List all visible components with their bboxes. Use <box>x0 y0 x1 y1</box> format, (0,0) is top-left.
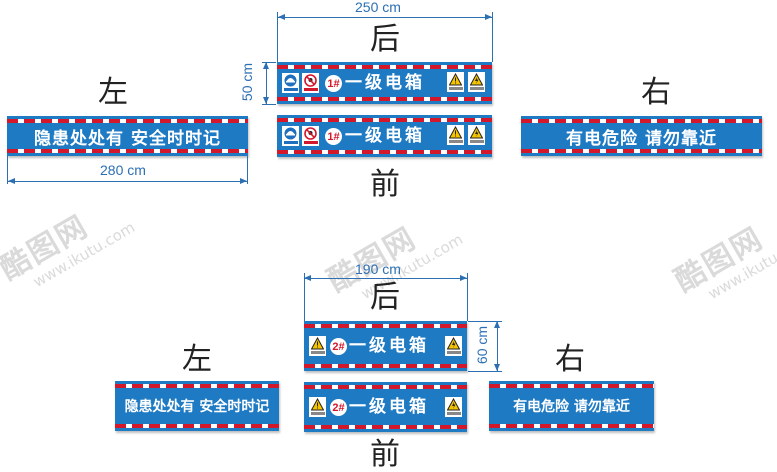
extension-line <box>277 12 278 62</box>
dimension-width-label: 190 cm <box>355 261 401 277</box>
watermark-url: www.ikutu.com <box>705 230 777 303</box>
label-front: 前 <box>370 437 400 472</box>
stripe-border-top <box>304 385 467 389</box>
stripe-border-top <box>489 384 654 388</box>
label-right: 右 <box>555 342 585 377</box>
dimension-arrow-vertical <box>494 321 500 371</box>
sign-slogan: 有电危险 请勿靠近 <box>513 399 630 415</box>
sign-back-2: 2# 一级电箱 <box>304 321 467 371</box>
stripe-border-bottom <box>7 149 248 153</box>
dimension-width-label: 280 cm <box>100 162 146 178</box>
electric-shock-warning-icon <box>445 397 462 417</box>
extension-line <box>467 273 468 321</box>
stripe-border-top <box>521 119 762 123</box>
box-number-badge: 1# <box>325 75 342 92</box>
label-back: 后 <box>370 280 400 315</box>
stripe-border-bottom <box>521 149 762 153</box>
label-front: 前 <box>370 167 400 202</box>
label-right: 右 <box>641 75 671 110</box>
stripe-border-bottom <box>304 425 467 429</box>
label-left: 左 <box>182 342 212 377</box>
dimension-height-label: 60 cm <box>474 325 491 365</box>
stripe-border-bottom <box>277 97 492 101</box>
sign-title: 一级电箱 <box>345 73 425 93</box>
sign-left-1: 隐患处处有 安全时时记 <box>7 116 248 156</box>
dimension-arrow-horizontal <box>8 178 247 184</box>
no-climbing-prohibition-icon <box>302 126 319 146</box>
extension-line <box>7 156 8 184</box>
watermark-logo: 酷图网 <box>0 208 95 288</box>
sign-front-2: 2# 一级电箱 <box>304 382 467 432</box>
sign-right-1: 有电危险 请勿靠近 <box>521 116 762 156</box>
electric-shock-warning-icon <box>445 336 462 356</box>
sign-slogan: 隐患处处有 安全时时记 <box>124 399 270 415</box>
dimension-arrow-vertical <box>263 62 269 104</box>
stripe-border-top <box>115 384 279 388</box>
sign-title: 一级电箱 <box>345 126 425 146</box>
warning-triangle-icon <box>309 336 326 356</box>
sign-back-1: 1# 一级电箱 <box>277 62 492 104</box>
dimension-width-label: 250 cm <box>355 0 401 15</box>
box-number-badge: 1# <box>325 128 342 145</box>
dimension-arrow-horizontal <box>278 14 492 20</box>
sign-slogan: 有电危险 请勿靠近 <box>566 128 717 149</box>
stripe-border-bottom <box>489 424 654 428</box>
stripe-border-bottom <box>277 150 492 154</box>
extension-line <box>247 156 248 184</box>
stripe-border-bottom <box>304 364 467 368</box>
watermark: 酷图网 www.ikutu.com <box>0 182 138 302</box>
dimension-height-label: 50 cm <box>239 62 256 102</box>
warning-triangle-icon <box>309 397 326 417</box>
sign-slogan: 隐患处处有 安全时时记 <box>34 128 221 149</box>
box-number-badge: 2# <box>330 399 347 416</box>
sign-left-2: 隐患处处有 安全时时记 <box>115 381 279 431</box>
warning-triangle-icon <box>447 125 464 145</box>
extension-line <box>304 273 305 321</box>
extension-line <box>492 12 493 62</box>
stripe-border-top <box>304 324 467 328</box>
label-left: 左 <box>98 75 128 110</box>
sign-front-1: 1# 一级电箱 <box>277 115 492 157</box>
extension-line <box>262 62 276 63</box>
label-back: 后 <box>370 22 400 57</box>
extension-line <box>262 104 276 105</box>
dimension-arrow-horizontal <box>304 275 467 281</box>
extension-line <box>468 371 502 372</box>
helmet-mandatory-icon <box>282 73 299 93</box>
stripe-border-bottom <box>115 424 279 428</box>
sign-right-2: 有电危险 请勿靠近 <box>489 381 654 431</box>
stripe-border-top <box>277 118 492 122</box>
watermark-url: www.ikutu.com <box>30 218 139 291</box>
no-climbing-prohibition-icon <box>302 73 319 93</box>
warning-triangle-icon <box>447 72 464 92</box>
sign-title: 一级电箱 <box>349 397 429 417</box>
watermark-logo: 酷图网 <box>669 220 770 300</box>
electric-shock-warning-icon <box>468 72 485 92</box>
watermark: 酷图网 www.ikutu.com <box>665 194 777 314</box>
electric-shock-warning-icon <box>468 125 485 145</box>
helmet-mandatory-icon <box>282 126 299 146</box>
stripe-border-top <box>277 65 492 69</box>
extension-line <box>468 321 502 322</box>
stripe-border-top <box>7 119 248 123</box>
box-number-badge: 2# <box>330 338 347 355</box>
sign-title: 一级电箱 <box>349 336 429 356</box>
